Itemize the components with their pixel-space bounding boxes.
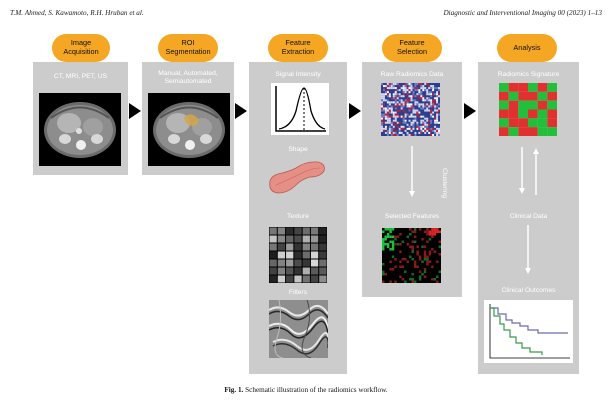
- signal-intensity-label: Signal Intensity: [275, 71, 321, 78]
- clinical-outcomes-label: Clinical Outcomes: [501, 287, 556, 294]
- caption-text: Schematic illustration of the radiomics …: [245, 386, 388, 394]
- texture-label: Texture: [287, 213, 309, 220]
- pancreas-shape-icon: [266, 157, 328, 195]
- feature-selection-pill: Feature Selection: [382, 34, 442, 62]
- arrow-2: [235, 103, 247, 119]
- feature-extraction-title: Feature Extraction: [281, 38, 315, 56]
- analysis-pill: Analysis: [497, 34, 557, 62]
- shape-label: Shape: [288, 146, 308, 153]
- survival-curve-plot: [484, 300, 573, 363]
- raw-radiomics-label: Raw Radiomics Data: [380, 71, 444, 78]
- arrow-4: [464, 103, 476, 119]
- radiomics-signature-label: Radiomics Signature: [497, 71, 560, 78]
- clinical-data-label: Clinical Data: [509, 213, 548, 220]
- filtered-image: [269, 300, 328, 358]
- segmented-ct-image: [148, 93, 230, 166]
- selected-features-label: Selected Features: [384, 213, 440, 220]
- caption-label: Fig. 1.: [224, 386, 244, 394]
- figure-caption: Fig. 1. Schematic illustration of the ra…: [0, 386, 612, 394]
- feature-selection-title: Feature Selection: [396, 38, 428, 56]
- arrow-3: [349, 103, 361, 119]
- selected-features-heatmap: [382, 228, 441, 283]
- arrow-1: [129, 103, 141, 119]
- texture-grid-image: [269, 227, 327, 283]
- filters-label: Filters: [288, 289, 308, 296]
- clustering-down-arrow: [409, 146, 415, 198]
- roi-segmentation-methods: Manual, Automated, Semiautomated: [158, 70, 218, 85]
- ct-scan-image: [39, 93, 121, 166]
- radiomics-signature-grid: [499, 83, 557, 136]
- roi-segmentation-pill: ROI Segmentation: [158, 34, 218, 62]
- analysis-title: Analysis: [513, 42, 541, 52]
- raw-radiomics-heatmap: [381, 83, 440, 136]
- image-acquisition-pill: Image Acquisition: [52, 34, 110, 62]
- histogram-icon: [271, 83, 329, 135]
- roi-segmentation-title: ROI Segmentation: [165, 38, 211, 56]
- clinical-down-arrow: [525, 225, 531, 275]
- image-acquisition-title: Image Acquisition: [63, 38, 99, 56]
- running-header-authors: T.M. Ahmed, S. Kawamoto, R.H. Hruban et …: [10, 9, 144, 17]
- bidirectional-arrows: [517, 147, 541, 195]
- clustering-label: Clustering: [441, 168, 448, 199]
- image-acquisition-modalities: CT, MRI, PET, US: [53, 73, 108, 80]
- feature-extraction-pill: Feature Extraction: [268, 34, 328, 62]
- running-header-journal: Diagnostic and Interventional Imaging 00…: [443, 9, 602, 17]
